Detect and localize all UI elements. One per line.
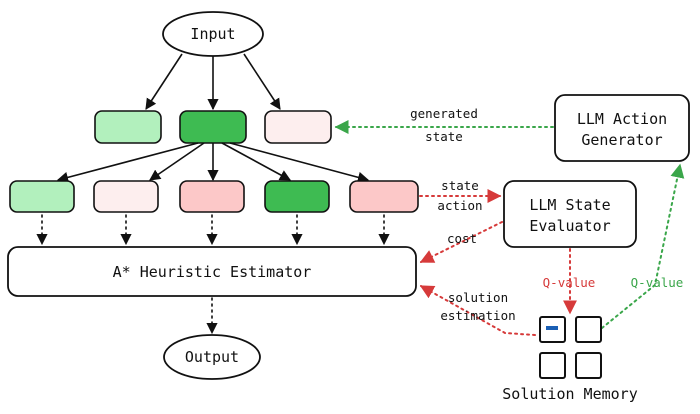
state-action-label-1: state [441, 178, 479, 193]
llm-state-evaluator-box [503, 180, 637, 248]
memory-cell-2 [575, 316, 602, 343]
edge-solution-estimation [419, 285, 536, 336]
state-node-1b [179, 110, 247, 144]
astar-estimator-label: A* Heuristic Estimator [113, 263, 312, 281]
solution-estimation-label-1: solution [448, 290, 508, 305]
state-node-2c [179, 180, 245, 213]
state-node-2e [349, 180, 419, 213]
output-label: Output [185, 348, 239, 366]
state-node-1a [94, 110, 162, 144]
llm-action-generator-label-1: LLM Action [577, 110, 667, 128]
memory-cell-marker [546, 326, 558, 330]
llm-action-generator-label-2: Generator [581, 131, 662, 149]
edge-n1b-n2d [221, 142, 291, 181]
qvalue-green-label: Q-value [631, 275, 684, 290]
memory-cell-3 [539, 352, 566, 379]
state-node-2a [9, 180, 75, 213]
astar-estimator-box [7, 246, 417, 297]
input-label: Input [190, 25, 235, 43]
llm-state-evaluator-label-1: LLM State [529, 196, 610, 214]
cost-label: cost [447, 231, 477, 246]
llm-state-evaluator-label-2: Evaluator [529, 217, 610, 235]
edge-n1b-n2e [229, 142, 370, 183]
edge-qvalue-green [601, 163, 685, 329]
solution-memory [539, 316, 602, 379]
solution-estimation-label-2: estimation [440, 308, 515, 323]
output-node [163, 334, 261, 380]
generated-state-label-2: state [425, 129, 463, 144]
state-node-2d [264, 180, 330, 213]
edge-n1b-n2b [149, 142, 205, 181]
memory-cell-4 [575, 352, 602, 379]
state-node-1c [264, 110, 332, 144]
state-node-2b [93, 180, 159, 213]
qvalue-red-label: Q-value [543, 275, 596, 290]
edge-input-n1a [145, 53, 183, 110]
generated-state-label-1: generated [410, 106, 478, 121]
state-action-label-2: action [437, 198, 482, 213]
edge-n1b-n2a [56, 142, 199, 183]
solution-memory-label: Solution Memory [502, 385, 637, 403]
edge-input-n1c [243, 53, 281, 110]
llm-action-generator-box [554, 94, 690, 162]
